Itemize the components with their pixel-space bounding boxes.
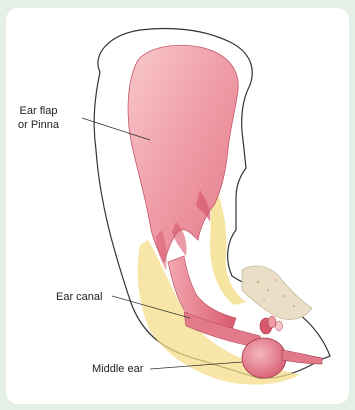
- ear-flap-label-line2: or Pinna: [18, 118, 59, 132]
- middle-ear-label: Middle ear: [92, 362, 143, 376]
- ear-flap-label-line1: Ear flap: [18, 104, 59, 118]
- ear-canal-label: Ear canal: [56, 290, 102, 304]
- ear-flap-label: Ear flap or Pinna: [18, 104, 59, 132]
- middle-ear-bulla: [242, 338, 286, 378]
